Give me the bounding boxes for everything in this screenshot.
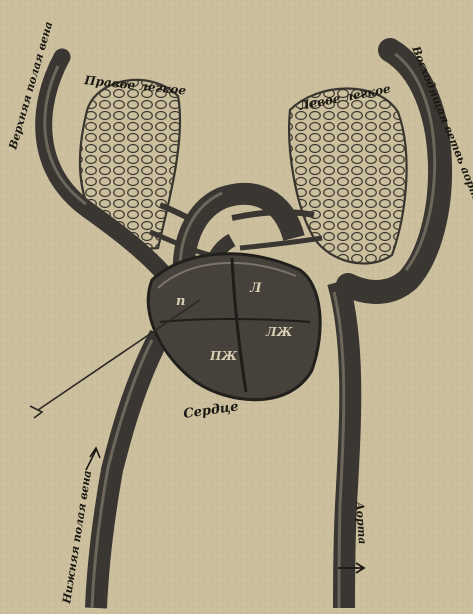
label-chamber-upper-right: Л: [249, 281, 262, 296]
label-chamber-lower-right: ЛЖ: [265, 325, 293, 339]
label-chamber-upper-left: п: [176, 294, 185, 309]
label-chamber-lower-left: ПЖ: [209, 349, 237, 363]
